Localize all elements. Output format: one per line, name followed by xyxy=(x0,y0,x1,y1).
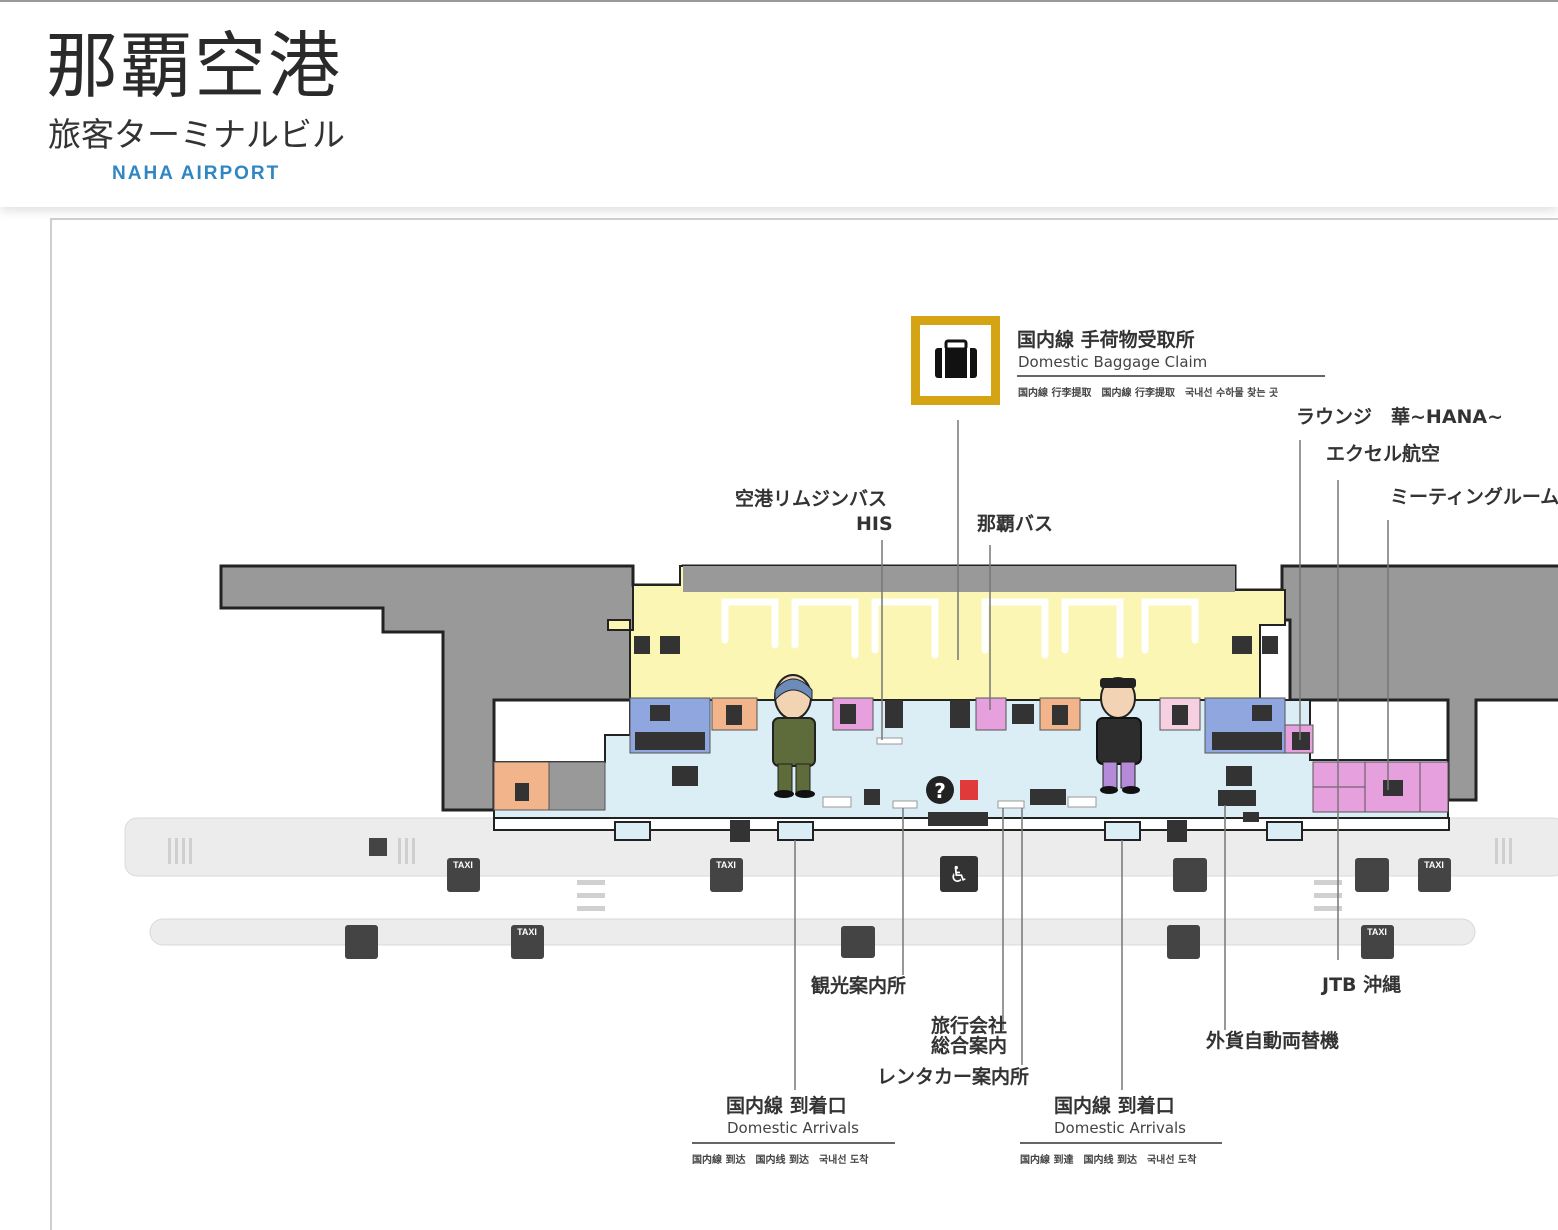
label-limousine-bus[interactable]: 空港リムジンバス xyxy=(735,488,888,510)
svg-text:TAXI: TAXI xyxy=(1367,927,1387,937)
baggage-carousels[interactable] xyxy=(721,598,1199,659)
label-excel-air[interactable]: エクセル航空 xyxy=(1326,443,1441,465)
logo-title[interactable]: 那覇空港 xyxy=(46,24,343,108)
baggage-claim-jp: 国内線 手荷物受取所 xyxy=(1017,329,1195,351)
wheelchair-glyph: ♿ xyxy=(949,863,969,888)
svg-text:TAXI: TAXI xyxy=(453,860,473,870)
cartoon-figure-right xyxy=(1096,677,1142,794)
site-header: 那覇空港 旅客ターミナルビル NAHA AIRPORT xyxy=(0,0,1558,207)
label-travel-agency[interactable]: 旅行会社 xyxy=(931,1015,1008,1037)
atm-icon[interactable] xyxy=(960,780,978,800)
crosswalk-stripes xyxy=(577,880,1342,911)
arrivals-right-jp: 国内線 到着口 xyxy=(1054,1095,1175,1117)
taxi-icons[interactable]: TAXI TAXI TAXI TAXI TAXI xyxy=(345,858,1451,959)
label-tourist-info[interactable]: 観光案内所 xyxy=(811,975,907,997)
exit-gates[interactable] xyxy=(614,821,1303,841)
luggage-icon xyxy=(935,339,977,378)
wheelchair-icon[interactable] xyxy=(940,856,978,892)
baggage-claim-multi: 国内線 行李提取 国内線 行李提取 국내선 수하물 찾는 곳 xyxy=(1018,388,1279,399)
arrivals-left-en: Domestic Arrivals xyxy=(727,1119,859,1137)
road-lower xyxy=(149,918,1476,946)
label-general-info[interactable]: 総合案内 xyxy=(931,1035,1008,1057)
wall-segment xyxy=(548,761,606,811)
arrivals-right-multi: 国内線 到達 国内线 到达 국내선 도착 xyxy=(1020,1155,1197,1166)
meeting-room-block[interactable] xyxy=(1312,761,1449,813)
label-meeting-room[interactable]: ミーティングルーム xyxy=(1390,486,1558,508)
svg-text:TAXI: TAXI xyxy=(716,860,736,870)
info-icon[interactable] xyxy=(926,776,954,804)
arrivals-right-en: Domestic Arrivals xyxy=(1054,1119,1186,1137)
label-his[interactable]: HIS xyxy=(856,513,893,535)
baggage-back-wall xyxy=(683,566,1235,592)
shop-center[interactable] xyxy=(975,697,1007,731)
logo-subtitle: 旅客ターミナルビル xyxy=(48,115,345,154)
label-lounge[interactable]: ラウンジ 華~HANA~ xyxy=(1296,406,1504,428)
svg-text:TAXI: TAXI xyxy=(1424,860,1444,870)
bus-icons[interactable] xyxy=(841,858,1389,958)
road-edge-lines xyxy=(168,838,1512,864)
arrivals-left-multi: 国内線 到达 国内线 到达 국내선 도착 xyxy=(692,1155,869,1166)
baggage-claim-en: Domestic Baggage Claim xyxy=(1018,353,1208,371)
label-rental-car[interactable]: レンタカー案内所 xyxy=(877,1066,1030,1088)
facility-icons[interactable] xyxy=(369,636,1403,856)
counters xyxy=(822,737,1097,809)
svg-text:TAXI: TAXI xyxy=(517,927,537,937)
label-currency-exchange[interactable]: 外貨自動両替機 xyxy=(1206,1030,1340,1052)
leader-lines xyxy=(794,420,1389,1090)
underline-rules xyxy=(692,375,1325,1144)
label-jtb[interactable]: JTB 沖縄 xyxy=(1322,974,1402,996)
arrivals-left-jp: 国内線 到着口 xyxy=(726,1095,847,1117)
info-icon-glyph: ? xyxy=(934,779,946,803)
label-naha-bus[interactable]: 那覇バス xyxy=(977,513,1054,535)
logo-english: NAHA AIRPORT xyxy=(112,163,281,184)
cartoon-figure-left xyxy=(772,674,816,798)
